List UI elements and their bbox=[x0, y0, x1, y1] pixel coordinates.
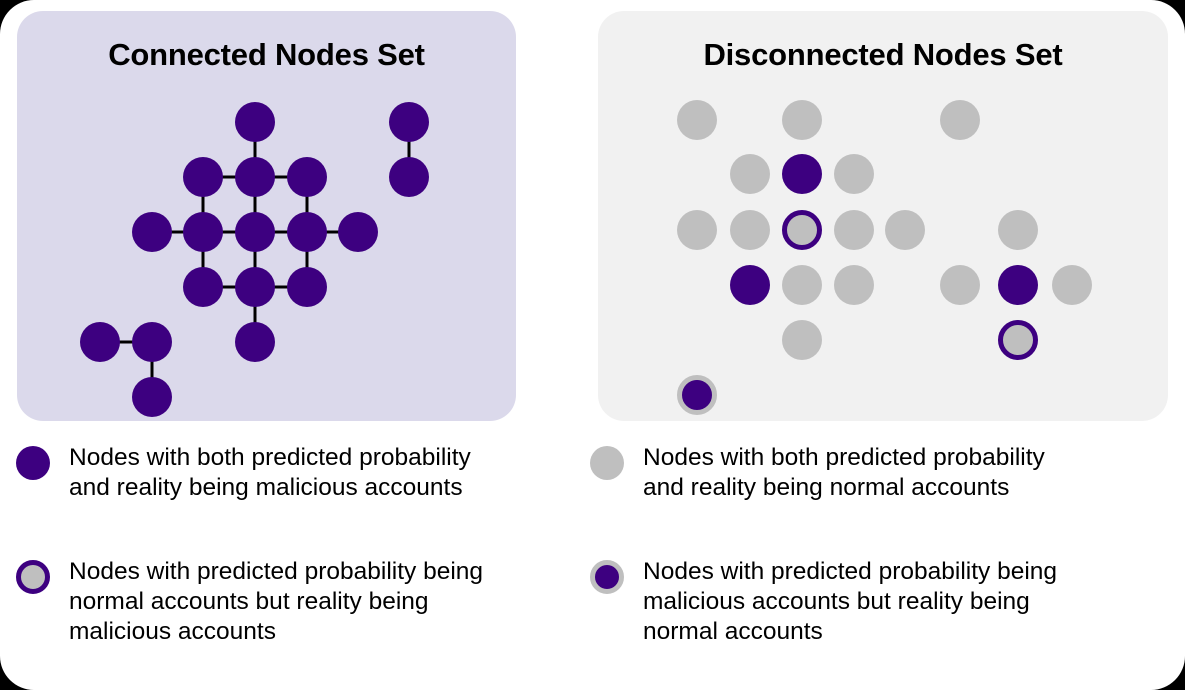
graph-node-both-normal[interactable] bbox=[834, 154, 874, 194]
graph-node-both-normal[interactable] bbox=[677, 210, 717, 250]
graph-node-both-normal[interactable] bbox=[885, 210, 925, 250]
graph-node-both-malicious[interactable] bbox=[287, 157, 327, 197]
solid-purple-circle-icon bbox=[14, 444, 52, 482]
graph-node-both-normal[interactable] bbox=[834, 265, 874, 305]
panel-disconnected-nodes-set: Disconnected Nodes Set bbox=[598, 11, 1168, 421]
graph-node-both-malicious[interactable] bbox=[338, 212, 378, 252]
legend-label-false-negative: Nodes with predicted probability being n… bbox=[69, 558, 484, 645]
panel-connected-title: Connected Nodes Set bbox=[108, 37, 425, 72]
graph-node-both-malicious[interactable] bbox=[132, 212, 172, 252]
graph-node-both-malicious[interactable] bbox=[183, 267, 223, 307]
graph-node-both-malicious[interactable] bbox=[235, 102, 275, 142]
graph-node-false-positive[interactable] bbox=[677, 375, 717, 415]
graph-node-both-malicious[interactable] bbox=[389, 157, 429, 197]
disconnected-nodes-graph bbox=[677, 100, 1092, 415]
graph-node-both-normal[interactable] bbox=[782, 320, 822, 360]
graph-node-both-normal[interactable] bbox=[730, 210, 770, 250]
graph-node-both-normal[interactable] bbox=[998, 210, 1038, 250]
graph-node-both-malicious[interactable] bbox=[287, 212, 327, 252]
graph-node-both-normal[interactable] bbox=[1052, 265, 1092, 305]
graph-node-both-malicious[interactable] bbox=[235, 212, 275, 252]
graph-node-both-normal[interactable] bbox=[730, 154, 770, 194]
graph-node-both-normal[interactable] bbox=[782, 265, 822, 305]
graph-node-both-malicious[interactable] bbox=[287, 267, 327, 307]
graph-node-false-positive-plain[interactable] bbox=[782, 154, 822, 194]
legend-label-both-malicious: Nodes with both predicted probability an… bbox=[69, 444, 471, 501]
graph-node-false-positive-plain[interactable] bbox=[730, 265, 770, 305]
graph-node-both-malicious[interactable] bbox=[132, 322, 172, 362]
graph-node-both-malicious[interactable] bbox=[183, 157, 223, 197]
solid-gray-circle-icon bbox=[588, 444, 626, 482]
graph-node-both-normal[interactable] bbox=[834, 210, 874, 250]
graph-node-false-positive-plain[interactable] bbox=[998, 265, 1038, 305]
graph-node-both-malicious[interactable] bbox=[389, 102, 429, 142]
graph-node-both-malicious[interactable] bbox=[132, 377, 172, 417]
graph-node-both-normal[interactable] bbox=[677, 100, 717, 140]
graph-node-both-malicious[interactable] bbox=[183, 212, 223, 252]
graph-node-both-normal[interactable] bbox=[782, 100, 822, 140]
gray-circle-purple-ring-icon bbox=[14, 558, 52, 596]
panel-disconnected-title: Disconnected Nodes Set bbox=[703, 37, 1063, 72]
graph-node-false-negative[interactable] bbox=[782, 210, 822, 250]
graph-node-both-malicious[interactable] bbox=[235, 157, 275, 197]
legend-item-false-positive: Nodes with predicted probability being m… bbox=[588, 557, 1168, 647]
graph-node-both-normal[interactable] bbox=[940, 265, 980, 305]
graph-node-both-malicious[interactable] bbox=[235, 267, 275, 307]
graph-node-both-malicious[interactable] bbox=[80, 322, 120, 362]
panel-connected-nodes-set: Connected Nodes Set bbox=[17, 11, 516, 421]
graph-node-both-malicious[interactable] bbox=[235, 322, 275, 362]
legend-item-both-malicious: Nodes with both predicted probability an… bbox=[14, 443, 574, 503]
legend-label-false-positive: Nodes with predicted probability being m… bbox=[643, 558, 1058, 645]
legend-item-false-negative: Nodes with predicted probability being n… bbox=[14, 557, 574, 647]
purple-circle-gray-ring-icon bbox=[588, 558, 626, 596]
legend-label-both-normal: Nodes with both predicted probability an… bbox=[643, 444, 1045, 501]
connected-nodes-graph bbox=[80, 102, 429, 417]
graph-node-false-negative[interactable] bbox=[998, 320, 1038, 360]
graph-node-both-normal[interactable] bbox=[940, 100, 980, 140]
legend-item-both-normal: Nodes with both predicted probability an… bbox=[588, 443, 1168, 503]
